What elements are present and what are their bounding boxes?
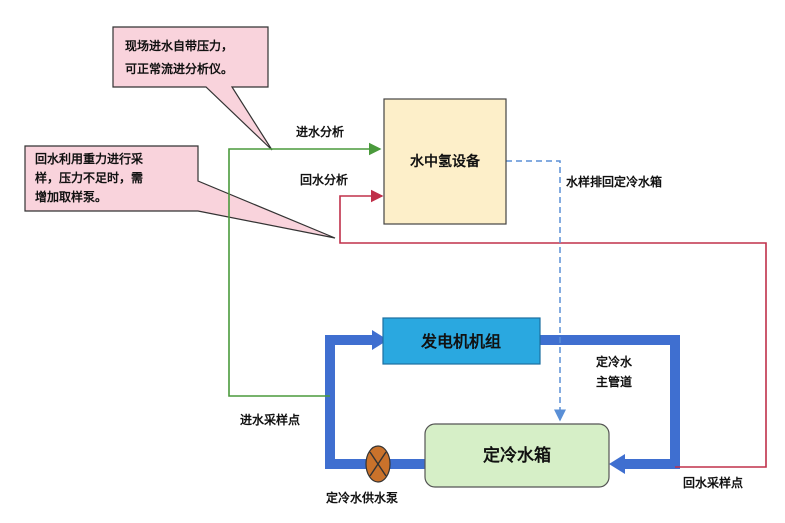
analyzer-label: 水中氢设备 [410,153,481,170]
label-inlet-analysis: 进水分析 [296,124,344,139]
main-pipe-loop [325,335,680,469]
generator-box: 发电机机组 [382,317,541,365]
generator-label: 发电机机组 [420,332,501,351]
sample-return-dashed-line [506,160,566,422]
callout-top-line1: 现场进水自带压力， [125,38,233,53]
label-return-analysis: 回水分析 [300,172,348,187]
label-pump: 定冷水供水泵 [326,490,398,505]
callout-left: 回水利用重力进行采 样，压力不足时，需 增加取样泵。 [24,145,336,239]
label-return-sampling-point: 回水采样点 [683,475,743,490]
label-main-pipe-2: 主管道 [596,374,632,389]
label-main-pipe-1: 定冷水 [596,354,633,369]
tank-label: 定冷水箱 [483,445,551,466]
tank-box: 定冷水箱 [424,423,610,488]
pipe-arrow-to-tank [609,454,625,474]
callout-top: 现场进水自带压力， 可正常流进分析仪。 [112,26,273,151]
label-inlet-sampling-point: 进水采样点 [240,412,300,427]
callout-left-line1: 回水利用重力进行采 [35,151,143,166]
label-sample-return: 水样排回定冷水箱 [566,174,662,189]
pump-icon [365,445,391,483]
callout-left-line2: 样，压力不足时，需 [35,170,143,185]
analyzer-box: 水中氢设备 [383,98,507,225]
callout-top-line2: 可正常流进分析仪。 [125,61,233,76]
return-sampling-line [339,189,767,468]
inlet-sampling-line [228,142,382,397]
callout-left-line3: 增加取样泵。 [35,189,107,204]
pipe-arrow-to-generator [372,330,388,350]
